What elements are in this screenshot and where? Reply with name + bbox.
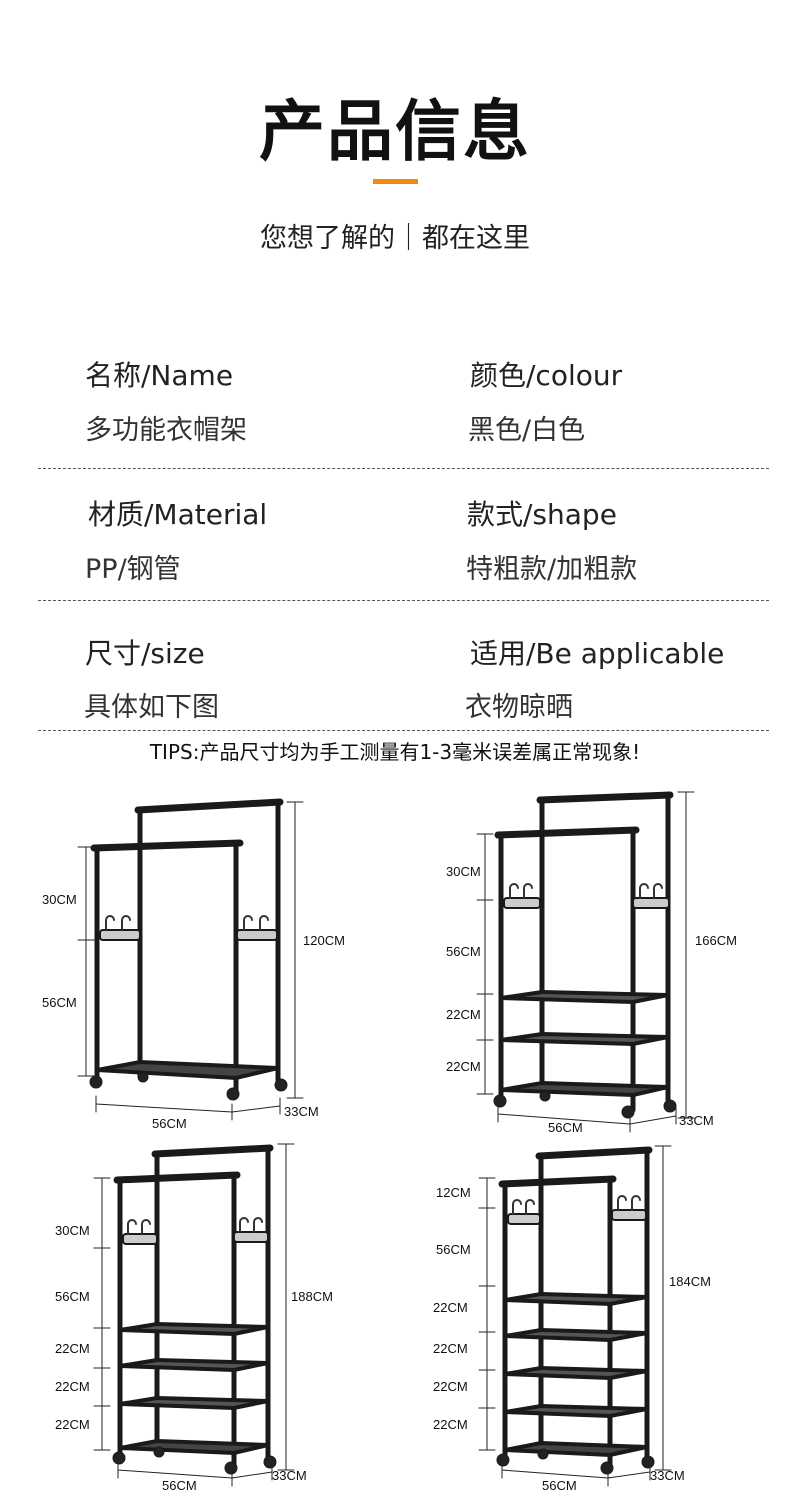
spec-material-label: 材质/Material — [88, 498, 268, 531]
dim-label: 30CM — [446, 864, 481, 879]
dim-label: 22CM — [55, 1417, 90, 1432]
dim-label: 56CM — [436, 1242, 471, 1257]
dim-label: 56CM — [542, 1478, 577, 1493]
rack-diagram-4 — [478, 1145, 672, 1487]
dim-label: 22CM — [55, 1341, 90, 1356]
dim-label: 56CM — [446, 944, 481, 959]
dim-label: 22CM — [433, 1300, 468, 1315]
tips-note: TIPS:产品尺寸均为手工测量有1-3毫米误差属正常现象! — [149, 740, 641, 764]
dim-label: 22CM — [446, 1007, 481, 1022]
dim-label: 56CM — [55, 1289, 90, 1304]
dim-label: 22CM — [433, 1379, 468, 1394]
dim-label: 33CM — [272, 1468, 307, 1483]
dim-label: 12CM — [436, 1185, 471, 1200]
dim-label: 22CM — [55, 1379, 90, 1394]
dim-label: 33CM — [679, 1113, 714, 1128]
title-accent-bar — [373, 179, 418, 184]
dim-label: 120CM — [303, 933, 345, 948]
dim-label: 33CM — [284, 1104, 319, 1119]
page-title: 产品信息 — [259, 93, 531, 170]
dim-label: 166CM — [695, 933, 737, 948]
dim-label: 22CM — [433, 1341, 468, 1356]
dim-label: 56CM — [162, 1478, 197, 1493]
dim-label: 30CM — [42, 892, 77, 907]
spec-size-value: 具体如下图 — [84, 692, 219, 723]
dim-label: 56CM — [548, 1120, 583, 1135]
spec-shape-value: 特粗款/加粗款 — [466, 554, 638, 585]
dim-label: 22CM — [433, 1417, 468, 1432]
dim-label: 188CM — [291, 1289, 333, 1304]
spec-divider — [38, 730, 769, 731]
spec-name-value: 多功能衣帽架 — [85, 415, 247, 446]
dim-label: 33CM — [650, 1468, 685, 1483]
rack-diagram-1 — [77, 798, 304, 1121]
dim-label: 56CM — [152, 1116, 187, 1131]
spec-size-label: 尺寸/size — [85, 637, 205, 670]
page-subtitle: 您想了解的｜都在这里 — [260, 223, 530, 254]
spec-divider — [38, 600, 769, 601]
spec-colour-value: 黑色/白色 — [468, 415, 586, 446]
spec-applicable-value: 衣物晾晒 — [465, 692, 573, 723]
dim-label: 56CM — [42, 995, 77, 1010]
rack-diagram-3 — [93, 1143, 295, 1487]
dim-label: 22CM — [446, 1059, 481, 1074]
spec-material-value: PP/钢管 — [85, 554, 181, 585]
dim-label: 184CM — [669, 1274, 711, 1289]
spec-divider — [38, 468, 769, 469]
spec-name-label: 名称/Name — [85, 359, 234, 392]
spec-shape-label: 款式/shape — [467, 498, 617, 531]
spec-colour-label: 颜色/colour — [470, 359, 623, 392]
rack-diagram-2 — [476, 791, 695, 1133]
dim-label: 30CM — [55, 1223, 90, 1238]
spec-applicable-label: 适用/Be applicable — [470, 637, 725, 670]
